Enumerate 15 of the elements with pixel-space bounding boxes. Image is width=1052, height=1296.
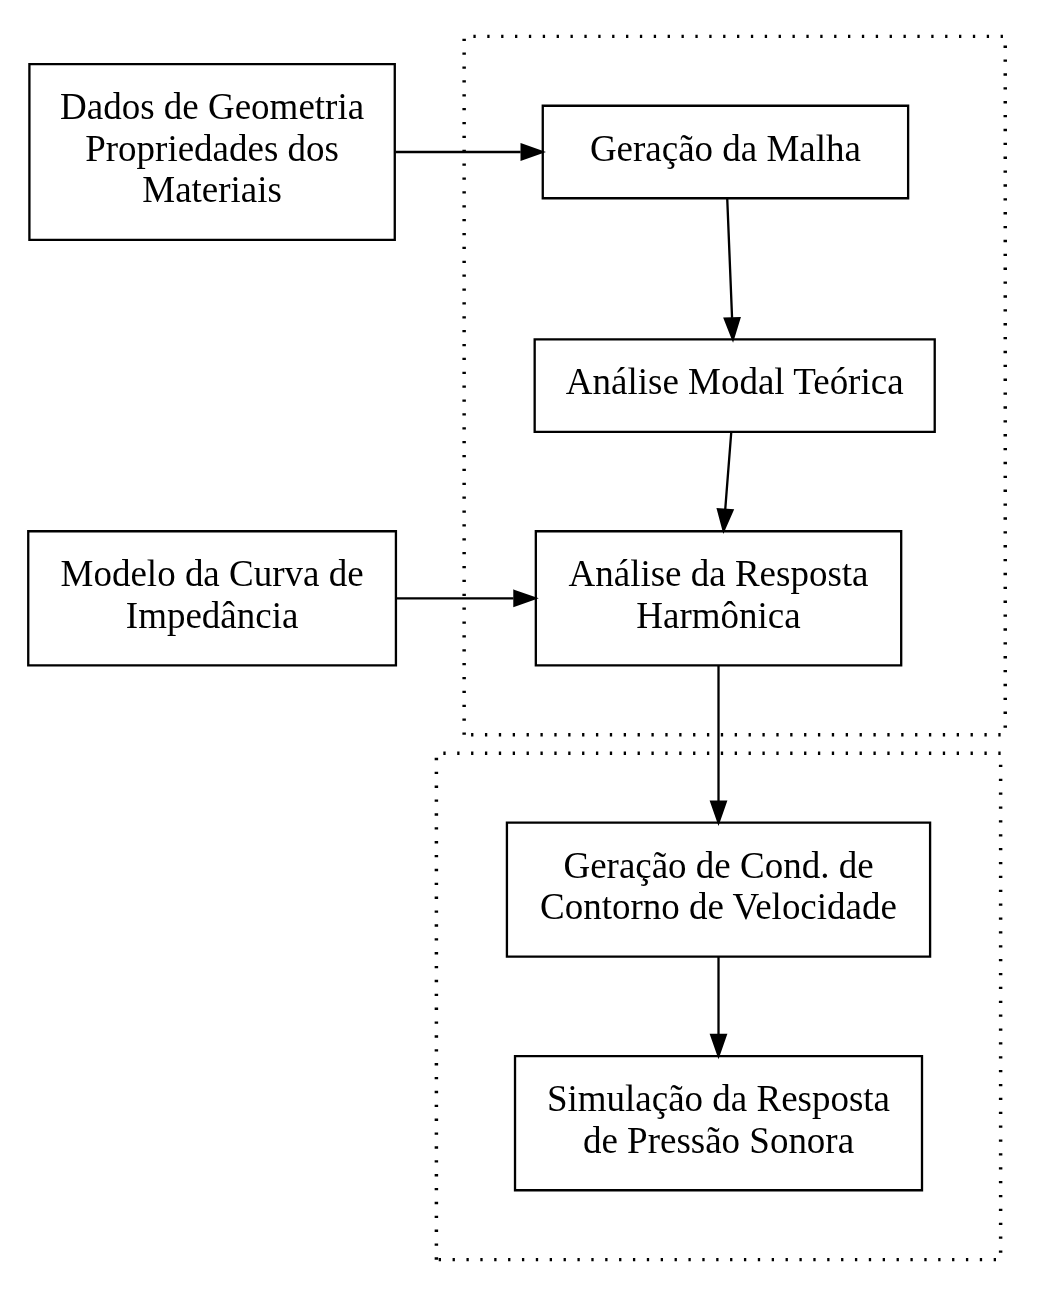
node-box: Análise Modal Teórica: [533, 338, 936, 433]
arrow: [396, 589, 539, 608]
node-box: Geração de Cond. de Contorno de Velocidade: [505, 821, 932, 958]
node-box: Geração da Malha: [541, 104, 910, 200]
node-box: Simulação da Resposta de Pressão Sonora: [513, 1055, 924, 1192]
node-box: Modelo da Curva de Impedância: [27, 530, 398, 667]
arrow: [395, 143, 546, 161]
node-box: Dados de Geometria Propriedades dos Materiais: [28, 62, 396, 241]
arrow: [709, 956, 728, 1060]
arrow: [709, 665, 728, 826]
cluster: [434, 751, 1003, 1262]
arrow: [723, 198, 741, 343]
node-box: Análise da Resposta Harmônica: [534, 530, 903, 667]
arrow: [716, 431, 735, 535]
cluster: [462, 34, 1007, 737]
